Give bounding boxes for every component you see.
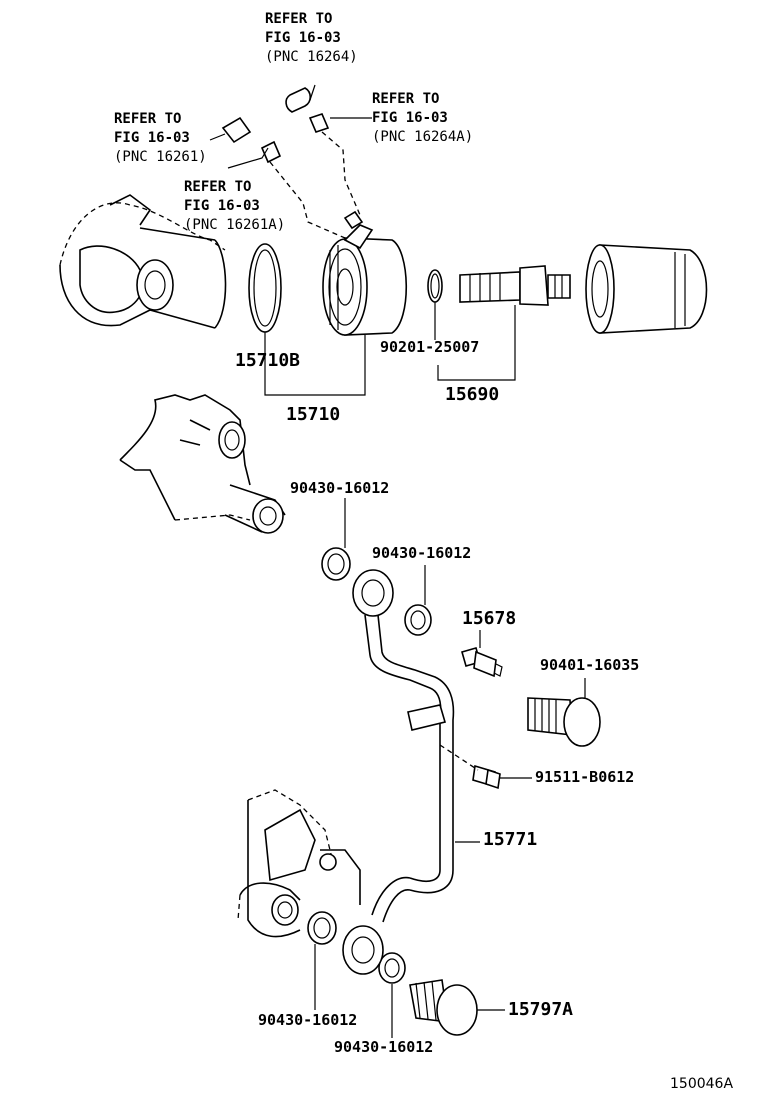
oil-pipe-15771 bbox=[342, 569, 455, 975]
bolt-91511-B0612 bbox=[439, 744, 501, 790]
part-label-15710B: 15710B bbox=[235, 350, 301, 371]
part-label-15771: 15771 bbox=[483, 829, 538, 850]
gasket-90430-b bbox=[404, 604, 432, 636]
refer-note-pnc-16261a: REFER TO FIG 16-03 (PNC 16261A) bbox=[184, 178, 285, 235]
refer-note-line3: (PNC 16264A) bbox=[372, 129, 474, 145]
refer-note-line1: REFER TO bbox=[372, 91, 440, 107]
gasket-90430-a bbox=[321, 547, 351, 581]
part-label-91511-B0612: 91511-B0612 bbox=[535, 768, 635, 786]
part-label-90430-16012-c: 90430-16012 bbox=[258, 1011, 358, 1029]
oil-filter bbox=[585, 244, 708, 334]
gasket-90430-c bbox=[307, 911, 337, 945]
refer-note-line3: (PNC 16264) bbox=[265, 49, 358, 65]
part-label-90401-16035: 90401-16035 bbox=[540, 656, 640, 674]
refer-note-line3: (PNC 16261A) bbox=[184, 217, 286, 233]
figure-id: 150046A bbox=[670, 1076, 734, 1092]
refer-note-line2: FIG 16-03 bbox=[114, 130, 190, 146]
part-label-90430-16012-b: 90430-16012 bbox=[372, 544, 472, 562]
leader-lines-lower bbox=[314, 498, 586, 1038]
refer-note-pnc-16264a: REFER TO FIG 16-03 (PNC 16264A) bbox=[372, 90, 473, 147]
lower-bracket bbox=[237, 789, 361, 938]
sensor-15678 bbox=[461, 647, 503, 678]
union-bolt-15797A bbox=[409, 979, 478, 1036]
engine-block-section bbox=[119, 394, 286, 534]
refer-note-line1: REFER TO bbox=[114, 111, 182, 127]
oil-filter-bracket-housing bbox=[59, 194, 227, 329]
plug-90401-16035 bbox=[527, 697, 601, 747]
refer-note-pnc-16264: REFER TO FIG 16-03 (PNC 16264) bbox=[265, 10, 358, 67]
refer-note-line1: REFER TO bbox=[265, 11, 333, 27]
hose-clamps bbox=[221, 87, 361, 239]
refer-note-pnc-16261: REFER TO FIG 16-03 (PNC 16261) bbox=[114, 110, 207, 167]
refer-note-line2: FIG 16-03 bbox=[184, 198, 260, 214]
refer-note-line3: (PNC 16261) bbox=[114, 149, 207, 165]
refer-note-line2: FIG 16-03 bbox=[372, 110, 448, 126]
o-ring-15710B bbox=[248, 243, 282, 333]
part-label-90201-25007: 90201-25007 bbox=[380, 338, 480, 356]
gasket-90430-d bbox=[378, 952, 406, 984]
part-label-15710: 15710 bbox=[286, 404, 341, 425]
o-ring-90201-25007 bbox=[427, 269, 443, 303]
refer-note-line1: REFER TO bbox=[184, 179, 252, 195]
union-bolt-15690 bbox=[459, 265, 571, 306]
oil-cooler-15710 bbox=[322, 210, 407, 336]
refer-note-line2: FIG 16-03 bbox=[265, 30, 341, 46]
part-label-90430-16012-d: 90430-16012 bbox=[334, 1038, 434, 1056]
part-label-15797A: 15797A bbox=[508, 999, 574, 1020]
part-label-15690: 15690 bbox=[445, 384, 500, 405]
part-label-90430-16012-a: 90430-16012 bbox=[290, 479, 390, 497]
part-label-15678: 15678 bbox=[462, 608, 517, 629]
leader-lines-upper bbox=[209, 84, 516, 396]
